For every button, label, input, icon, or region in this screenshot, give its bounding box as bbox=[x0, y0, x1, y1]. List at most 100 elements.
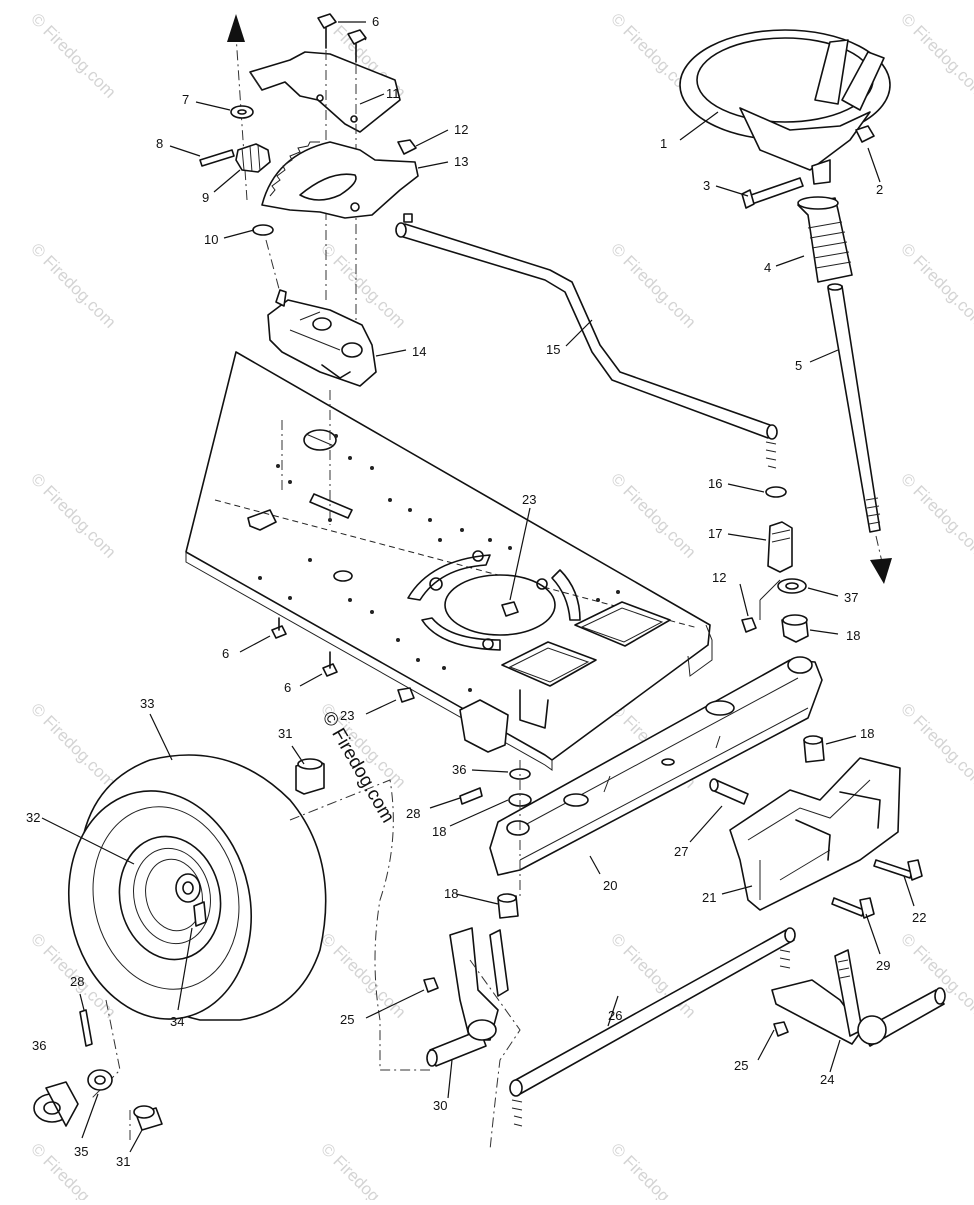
rim-ring bbox=[145, 858, 203, 932]
axis-line bbox=[875, 535, 883, 563]
callout-18: 18 bbox=[444, 886, 458, 901]
shaft-top bbox=[827, 283, 843, 291]
frame-hole bbox=[536, 578, 548, 590]
bracket-boss bbox=[312, 317, 332, 331]
callout-24: 24 bbox=[820, 1072, 834, 1087]
callout-18: 18 bbox=[846, 628, 860, 643]
callout-20: 20 bbox=[603, 878, 617, 893]
callout-12: 12 bbox=[712, 570, 726, 585]
callout-23: 23 bbox=[522, 492, 536, 507]
callout-4: 4 bbox=[764, 260, 771, 275]
assembly-outline bbox=[89, 999, 121, 1101]
callout-31: 31 bbox=[116, 1154, 130, 1169]
valve-stem bbox=[193, 901, 207, 927]
nut-23 bbox=[501, 601, 519, 617]
box-inner bbox=[580, 607, 664, 643]
watermark: © Firedog.com bbox=[897, 699, 974, 791]
nut-23 bbox=[397, 687, 415, 703]
sector-hole bbox=[350, 202, 360, 212]
frame-slot bbox=[551, 569, 581, 621]
watermark: © Firedog.com bbox=[897, 239, 974, 331]
plate-hole bbox=[350, 115, 358, 123]
callout-27: 27 bbox=[674, 844, 688, 859]
arrow-down-icon bbox=[870, 558, 892, 584]
nut-2 bbox=[855, 125, 875, 143]
wheel-spoke bbox=[814, 39, 849, 105]
callout-9: 9 bbox=[202, 190, 209, 205]
watermark: © Firedog.com bbox=[897, 469, 974, 561]
callout-35: 35 bbox=[74, 1144, 88, 1159]
frame-lip bbox=[185, 552, 553, 771]
bracket-detail bbox=[321, 364, 351, 379]
callout-23: 23 bbox=[340, 708, 354, 723]
callout-13: 13 bbox=[454, 154, 468, 169]
rod-thread bbox=[511, 1099, 523, 1127]
cotter-pin-28 bbox=[459, 787, 483, 805]
frame-hole bbox=[429, 577, 443, 591]
spindle-post bbox=[489, 929, 509, 997]
callout-28: 28 bbox=[70, 974, 84, 989]
callout-17: 17 bbox=[708, 526, 722, 541]
plate-hole bbox=[316, 94, 324, 102]
bolt-29 bbox=[831, 897, 865, 917]
rim-ring bbox=[133, 847, 211, 945]
shaft-spline bbox=[865, 497, 881, 525]
nut-12 bbox=[741, 617, 757, 633]
steering-link-parts bbox=[741, 486, 809, 643]
washer-16 bbox=[765, 486, 787, 498]
wheel-spoke bbox=[841, 51, 885, 111]
watermark: © Firedog.com bbox=[27, 469, 119, 561]
axle-hole bbox=[661, 758, 675, 766]
pinion-gear-9 bbox=[235, 143, 271, 173]
callout-16: 16 bbox=[708, 476, 722, 491]
watermark: © Firedog.com bbox=[607, 469, 699, 561]
callout-labels: 1 2 3 4 5 6 6 6 7 8 9 10 11 12 12 13 14 … bbox=[26, 14, 926, 1169]
callout-18: 18 bbox=[860, 726, 874, 741]
hole-line bbox=[305, 433, 335, 447]
nut-12 bbox=[397, 139, 417, 155]
bracket-detail bbox=[289, 311, 341, 351]
axle-hole bbox=[705, 700, 735, 716]
bushing-top bbox=[497, 893, 517, 903]
spindle-collar bbox=[857, 1015, 887, 1045]
steering-arm-17 bbox=[767, 521, 793, 573]
rod-stud bbox=[403, 213, 413, 223]
bolt-head bbox=[859, 897, 875, 919]
watermark: © Firedog.com bbox=[27, 699, 119, 791]
cap-body bbox=[45, 1081, 79, 1127]
frame-opening bbox=[444, 574, 556, 636]
bushing-top bbox=[297, 758, 323, 770]
callout-36: 36 bbox=[32, 1038, 46, 1053]
spindles-tie-rod bbox=[423, 927, 946, 1127]
callout-31: 31 bbox=[278, 726, 292, 741]
sector-gear-13 bbox=[261, 141, 419, 219]
bracket-boss bbox=[341, 342, 363, 358]
bracket-stud bbox=[275, 289, 287, 307]
tie-rod-end bbox=[509, 1079, 523, 1097]
callout-2: 2 bbox=[876, 182, 883, 197]
callout-32: 32 bbox=[26, 810, 40, 825]
axle-detail bbox=[603, 735, 721, 793]
callout-14: 14 bbox=[412, 344, 426, 359]
frame-centerline bbox=[214, 499, 699, 629]
box-wall bbox=[519, 689, 549, 729]
assembly-outline bbox=[469, 959, 521, 1151]
frame-hole bbox=[472, 550, 484, 562]
sector-slot bbox=[299, 173, 357, 201]
callout-1: 1 bbox=[660, 136, 667, 151]
steering-wheel-assembly bbox=[679, 29, 892, 584]
frame-holes-small bbox=[258, 434, 620, 692]
bushing-top bbox=[803, 735, 823, 745]
bushing-top bbox=[133, 1105, 155, 1119]
callout-36: 36 bbox=[452, 762, 466, 777]
callout-15: 15 bbox=[546, 342, 560, 357]
callout-25: 25 bbox=[734, 1058, 748, 1073]
retaining-ring-10 bbox=[252, 224, 274, 236]
spacer-37 bbox=[777, 578, 807, 594]
plate-edge bbox=[249, 71, 263, 91]
bracket-detail bbox=[747, 779, 871, 900]
steering-boot-4 bbox=[797, 197, 853, 283]
callout-6: 6 bbox=[372, 14, 379, 29]
frame-slot bbox=[407, 554, 491, 601]
